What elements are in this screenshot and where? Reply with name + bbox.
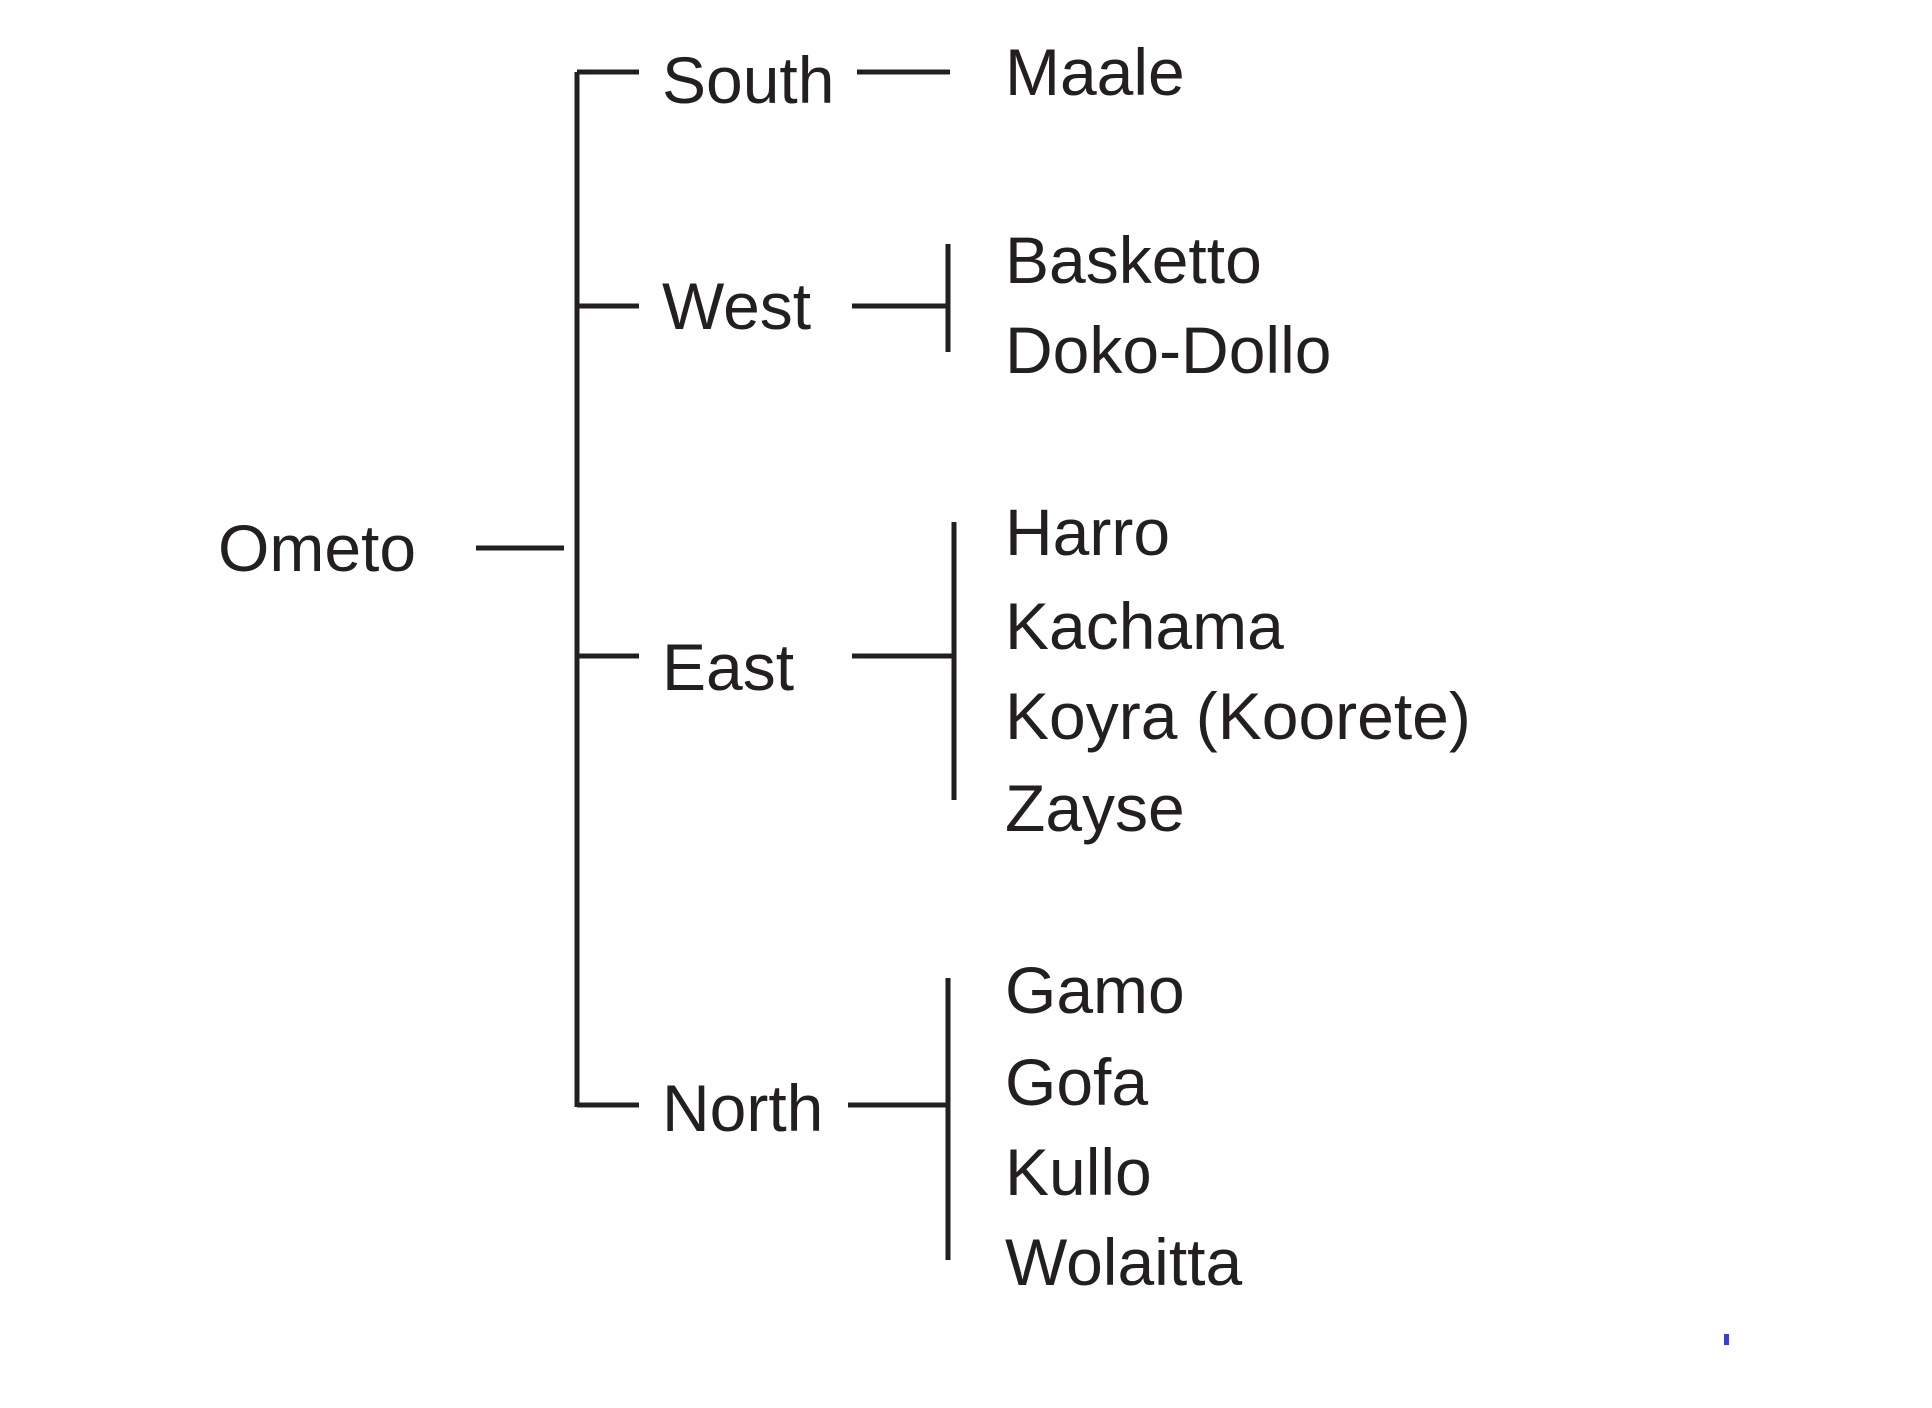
west-tick bbox=[577, 303, 639, 309]
east-tick bbox=[577, 653, 639, 659]
leaf-wolaitta: Wolaitta bbox=[1005, 1225, 1243, 1299]
north-connector bbox=[848, 1102, 948, 1108]
leaf-harro: Harro bbox=[1005, 495, 1171, 569]
west-bracket bbox=[945, 244, 951, 352]
leaf-kullo: Kullo bbox=[1005, 1135, 1152, 1209]
leaf-gofa: Gofa bbox=[1005, 1045, 1149, 1119]
leaf-gamo: Gamo bbox=[1005, 953, 1185, 1027]
leaf-doko-dollo: Doko-Dollo bbox=[1005, 313, 1332, 387]
leaf-basketto: Basketto bbox=[1005, 223, 1262, 297]
leaf-kachama: Kachama bbox=[1005, 589, 1284, 663]
leaf-maale: Maale bbox=[1005, 35, 1185, 109]
north-bracket bbox=[945, 978, 951, 1260]
branch-label-south: South bbox=[662, 43, 835, 117]
south-tick bbox=[577, 69, 639, 75]
east-bracket bbox=[951, 522, 957, 800]
south-connector bbox=[857, 69, 950, 75]
trunk-line bbox=[574, 72, 580, 1107]
branch-label-east: East bbox=[662, 630, 795, 704]
north-tick bbox=[577, 1102, 639, 1108]
east-connector bbox=[852, 653, 954, 659]
root-label: Ometo bbox=[218, 511, 417, 585]
root-connector bbox=[476, 545, 564, 551]
west-connector bbox=[852, 303, 948, 309]
branch-label-west: West bbox=[662, 269, 812, 343]
stray-marker bbox=[1724, 1334, 1729, 1345]
branch-label-north: North bbox=[662, 1071, 824, 1145]
leaf-zayse: Zayse bbox=[1005, 771, 1185, 845]
leaf-koyra: Koyra (Koorete) bbox=[1005, 679, 1471, 753]
